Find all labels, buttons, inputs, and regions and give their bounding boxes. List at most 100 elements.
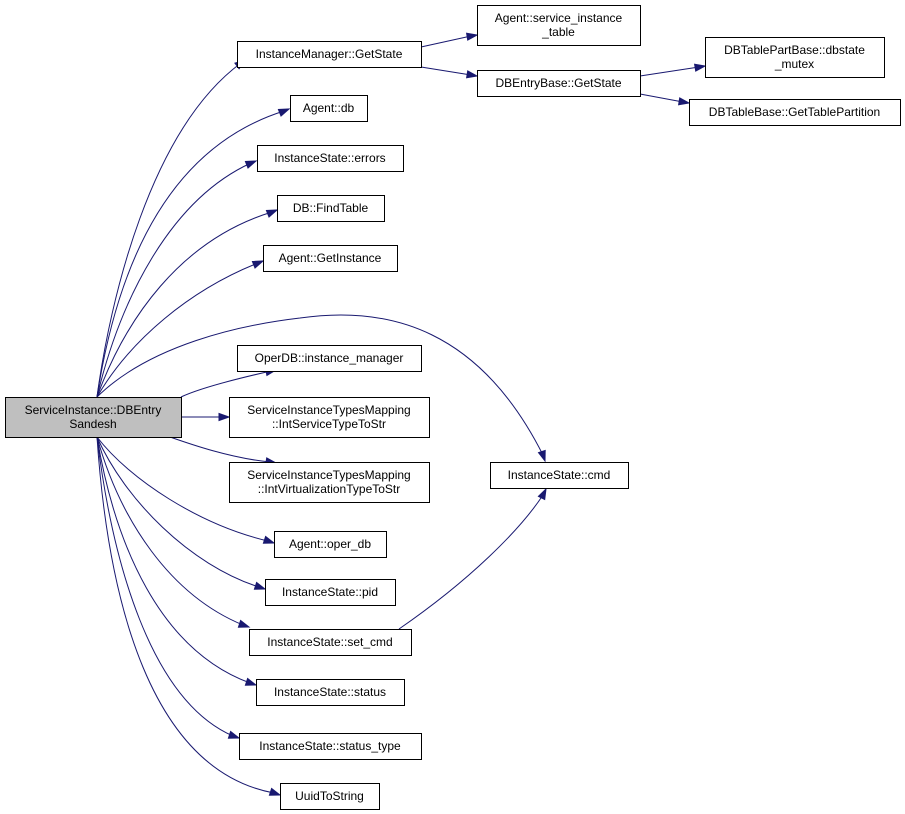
node-label: DBTableBase::GetTablePartition	[709, 105, 880, 119]
node-label: _table	[541, 25, 575, 39]
node-label: InstanceState::set_cmd	[267, 635, 392, 649]
node-sitm-virt[interactable]: ServiceInstanceTypesMapping::IntVirtuali…	[229, 462, 430, 503]
node-label: InstanceState::errors	[274, 151, 385, 165]
node-operdb-im[interactable]: OperDB::instance_manager	[237, 345, 422, 372]
edge-root-to-agent_operdb	[96, 436, 276, 544]
node-label: Agent::db	[303, 101, 355, 115]
edge-root-to-is_errors	[96, 160, 258, 398]
node-label: DBEntryBase::GetState	[495, 76, 621, 90]
node-box	[477, 5, 641, 46]
node-box	[229, 462, 430, 503]
node-im-getstate[interactable]: InstanceManager::GetState	[237, 41, 422, 68]
node-label: InstanceState::cmd	[508, 468, 611, 482]
arrowhead-icon	[677, 97, 691, 106]
arrowhead-icon	[244, 677, 258, 686]
node-dbtb-gtp[interactable]: DBTableBase::GetTablePartition	[689, 99, 901, 126]
edge-line	[96, 262, 259, 398]
edge-root-to-is_setcmd	[96, 436, 251, 628]
edge-root-to-sitm_virt	[169, 436, 278, 466]
arrowhead-icon	[537, 449, 546, 463]
node-label: InstanceState::pid	[282, 585, 378, 599]
edge-line	[96, 436, 234, 737]
node-sitm-service[interactable]: ServiceInstanceTypesMapping::IntServiceT…	[229, 397, 430, 438]
node-dbtpb-mutex[interactable]: DBTablePartBase::dbstate_mutex	[705, 37, 885, 78]
node-is-status[interactable]: InstanceState::status	[256, 679, 405, 706]
node-is-pid[interactable]: InstanceState::pid	[265, 579, 396, 606]
arrowhead-icon	[244, 160, 258, 169]
edge-root-to-uuidtostring	[96, 436, 282, 796]
node-agent-sit[interactable]: Agent::service_instance_table	[477, 5, 641, 46]
edge-line	[96, 436, 260, 588]
edge-line	[96, 314, 544, 456]
node-box	[257, 145, 404, 172]
node-box	[237, 41, 422, 68]
node-agent-db[interactable]: Agent::db	[290, 95, 368, 122]
edge-root-to-agent_getinstance	[96, 260, 265, 398]
edge-line	[96, 436, 244, 626]
node-box	[280, 783, 380, 810]
node-is-errors[interactable]: InstanceState::errors	[257, 145, 404, 172]
edge-line	[180, 370, 272, 398]
edge-line	[420, 35, 472, 48]
edge-is_setcmd-to-is_cmd	[398, 487, 547, 630]
edge-root-to-agent_db	[96, 108, 291, 398]
node-box	[277, 195, 385, 222]
edge-line	[96, 162, 252, 398]
edge-root-to-is_statustype	[96, 436, 241, 739]
arrowhead-icon	[251, 260, 265, 269]
edge-root-to-sitm_service	[181, 412, 231, 422]
node-box	[490, 462, 629, 489]
node-box	[256, 679, 405, 706]
node-box	[705, 37, 885, 78]
node-box	[477, 70, 641, 97]
edge-root-to-db_findtable	[96, 209, 279, 398]
node-db-findtable[interactable]: DB::FindTable	[277, 195, 385, 222]
node-is-statustype[interactable]: InstanceState::status_type	[239, 733, 422, 760]
node-label: ::IntServiceTypeToStr	[272, 417, 386, 431]
arrowhead-icon	[262, 535, 276, 544]
node-label: Agent::oper_db	[289, 537, 371, 551]
arrowhead-icon	[465, 70, 479, 79]
node-box	[5, 397, 182, 438]
edge-line	[96, 62, 242, 398]
edge-line	[639, 93, 684, 103]
node-label: OperDB::instance_manager	[255, 351, 404, 365]
node-label: InstanceState::status_type	[259, 739, 401, 753]
node-is-cmd[interactable]: InstanceState::cmd	[490, 462, 629, 489]
node-box	[229, 397, 430, 438]
arrowhead-icon	[237, 619, 251, 628]
node-is-setcmd[interactable]: InstanceState::set_cmd	[249, 629, 412, 656]
edge-line	[169, 436, 271, 463]
edge-root-to-is_pid	[96, 436, 267, 590]
edge-line	[96, 211, 273, 398]
node-label: Agent::service_instance	[495, 11, 623, 25]
node-agent-getinstance[interactable]: Agent::GetInstance	[263, 245, 398, 272]
edge-line	[420, 66, 472, 76]
node-label: InstanceManager::GetState	[256, 47, 403, 61]
edge-line	[398, 494, 544, 630]
edge-root-to-operdb_im	[180, 367, 278, 398]
node-dbeb-getstate[interactable]: DBEntryBase::GetState	[477, 70, 641, 97]
node-agent-operdb[interactable]: Agent::oper_db	[274, 531, 387, 558]
node-label: ::IntVirtualizationTypeToStr	[258, 482, 401, 496]
arrowhead-icon	[277, 108, 291, 117]
node-box	[274, 531, 387, 558]
node-label: DBTablePartBase::dbstate	[724, 43, 865, 57]
arrowhead-icon	[227, 730, 241, 739]
arrowhead-icon	[253, 581, 267, 590]
node-uuidtostring[interactable]: UuidToString	[280, 783, 380, 810]
node-box	[290, 95, 368, 122]
arrowhead-icon	[537, 487, 547, 501]
arrowhead-icon	[218, 412, 231, 422]
arrowhead-icon	[693, 63, 707, 72]
edge-root-to-is_cmd	[96, 314, 546, 463]
edge-line	[639, 66, 700, 77]
node-box	[689, 99, 901, 126]
node-label: ServiceInstance::DBEntry	[25, 403, 162, 417]
edge-dbeb_getstate-to-dbtpb_mutex	[639, 63, 707, 77]
node-label: UuidToString	[295, 789, 364, 803]
node-box	[265, 579, 396, 606]
